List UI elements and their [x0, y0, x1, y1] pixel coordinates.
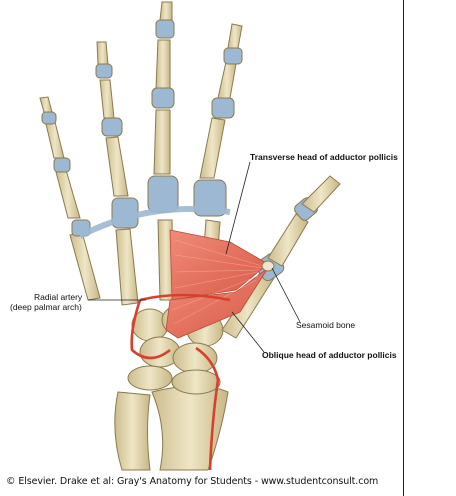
label-radial-artery: Radial artery [34, 292, 83, 302]
label-sesamoid-bone: Sesamoid bone [296, 320, 356, 330]
forearm-bones [114, 385, 229, 471]
ulna [114, 391, 151, 471]
middle-finger [147, 1, 179, 301]
deep-transverse-metacarpal-ligament [78, 206, 231, 239]
label-transverse-head: Transverse head of adductor pollicis [250, 152, 398, 162]
label-radial-artery-subtitle: (deep palmar arch) [10, 302, 82, 312]
sesamoid-bone [261, 260, 275, 272]
label-oblique-head: Oblique head of adductor pollicis [262, 350, 397, 360]
figure-frame: Transverse head of adductor pollicis Rad… [6, 0, 404, 496]
little-finger [39, 96, 101, 301]
radial-artery [130, 293, 231, 471]
copyright-notice: © Elsevier. Drake et al: Gray's Anatomy … [6, 476, 379, 487]
adductor-pollicis [165, 229, 269, 339]
transverse-head [169, 229, 269, 301]
leader-lines [88, 161, 301, 353]
hand-anatomy-illustration [39, 1, 341, 471]
ring-finger [95, 41, 139, 306]
oblique-head [165, 267, 269, 339]
